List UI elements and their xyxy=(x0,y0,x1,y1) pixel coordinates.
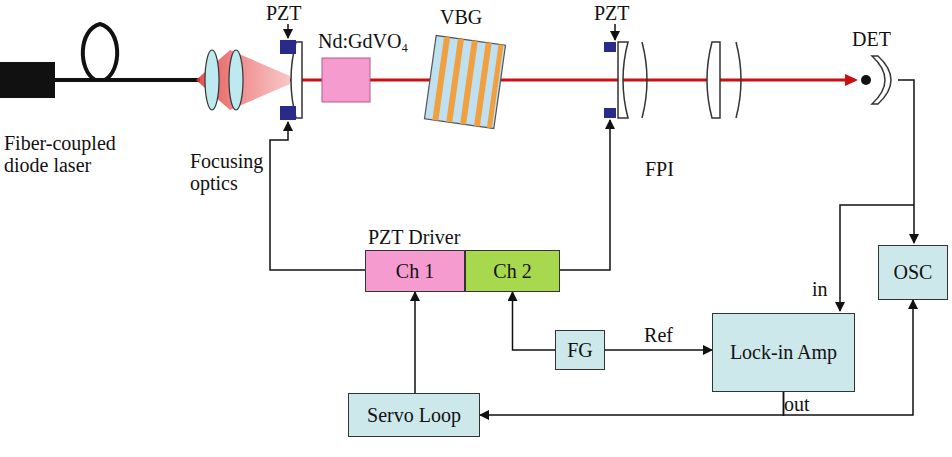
edge-label: Ref xyxy=(642,324,675,346)
function-generator-box: FG xyxy=(555,330,605,370)
part-name: Focusing optics xyxy=(190,150,300,194)
crystal xyxy=(322,58,370,102)
oscilloscope-box: OSC xyxy=(878,245,948,300)
detector xyxy=(872,56,891,104)
channel-box: Ch 2 xyxy=(465,250,560,292)
lens xyxy=(205,50,219,110)
part-name: PZT xyxy=(594,2,630,24)
signal-name: out xyxy=(784,393,810,415)
detector-dot xyxy=(861,75,871,85)
pzt xyxy=(280,106,296,120)
part-name: Nd:GdVO₄ xyxy=(318,30,408,52)
vbg xyxy=(424,36,505,129)
part-name: Fiber-coupled diode laser xyxy=(4,132,144,176)
drive-wire xyxy=(560,120,610,270)
part-name: VBG xyxy=(440,6,482,28)
pzt xyxy=(604,108,616,118)
fiber xyxy=(55,78,200,82)
signal-name: in xyxy=(812,278,828,300)
node-label: Servo Loop xyxy=(367,404,461,427)
signal-connector xyxy=(513,292,556,350)
fpi-mirror xyxy=(707,42,720,118)
part-name: DET xyxy=(852,28,891,50)
pump-beam xyxy=(196,50,290,110)
node-label: Lock-in Amp xyxy=(730,341,837,364)
servo-box: Servo Loop xyxy=(348,393,480,437)
signal-connector xyxy=(605,349,712,351)
signal-connector xyxy=(414,292,416,393)
signal-connector xyxy=(480,392,784,415)
part-name: PZT xyxy=(266,2,302,24)
drive-wire xyxy=(270,122,365,270)
beam-arrow xyxy=(845,74,858,86)
fpi-mirror xyxy=(618,42,628,118)
node-label: FG xyxy=(567,339,593,362)
group-name: PZT Driver xyxy=(368,226,460,248)
lens xyxy=(229,50,243,110)
channel-box: Ch 1 xyxy=(365,250,465,292)
diode-laser xyxy=(0,62,55,98)
node-label: Ch 2 xyxy=(493,260,531,283)
signal-wire xyxy=(898,80,914,243)
pzt xyxy=(280,40,296,54)
part-name: FPI xyxy=(645,158,674,180)
pzt xyxy=(604,42,616,52)
node-label: Ch 1 xyxy=(396,260,434,283)
lock-in-box: Lock-in Amp xyxy=(712,313,855,392)
laser-beam xyxy=(290,79,855,82)
fiber-loop xyxy=(83,24,117,80)
node-label: OSC xyxy=(894,261,933,284)
